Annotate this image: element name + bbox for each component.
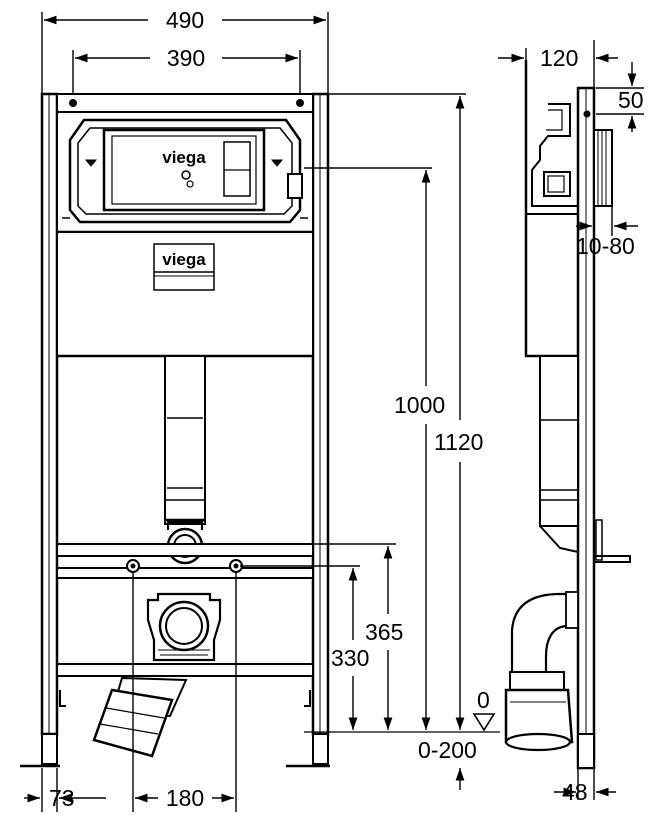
dim-180-label: 180 [166,785,204,811]
crossbar [56,543,314,579]
front-dimension-lines [24,12,500,812]
cistern-logo: viega [162,148,206,167]
dim-floor-range-label: 0-200 [418,737,477,763]
dim-365-label: 365 [365,619,403,645]
right-post [286,92,330,768]
dim-1000-label: 1000 [394,392,445,418]
dim-120-label: 120 [540,45,578,71]
dim-floor-zero-label: 0 [477,687,490,713]
cistern [56,111,314,358]
dim-73-label: 73 [49,785,75,811]
side-view [504,60,631,770]
front-view [20,92,330,768]
drain-connector [92,592,222,758]
dim-1120-label: 1120 [434,429,483,455]
flush-pipe [164,355,206,565]
left-post [20,92,60,768]
dim-10-80-label: 10-80 [576,233,635,259]
dim-50-label: 50 [618,87,644,113]
plate-logo: viega [162,250,206,269]
lower-crossbar [56,663,314,677]
dim-490-label: 490 [166,7,204,33]
dim-390-label: 390 [167,45,205,71]
dim-48-label: 48 [562,779,588,805]
side-dimension-lines [498,40,644,800]
dim-330-label: 330 [331,645,369,671]
top-rail [56,93,314,113]
